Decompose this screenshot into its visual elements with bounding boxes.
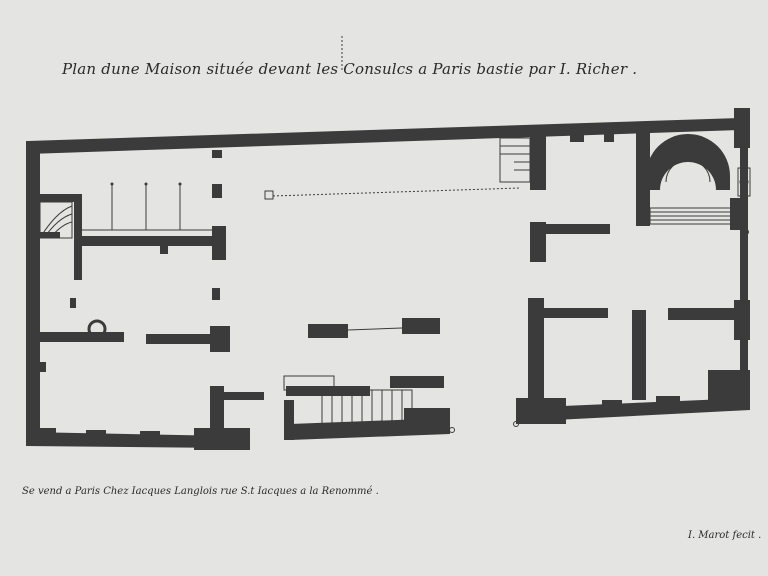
engraver-signature: I. Marot fecit .: [688, 530, 762, 541]
central-stair: [283, 375, 450, 440]
left-gallery: [80, 150, 226, 260]
courtyard: [264, 187, 521, 338]
interior-walls-left: [38, 288, 264, 430]
spiral-stair: [646, 134, 751, 225]
corner-markers: [449, 229, 749, 433]
publisher-imprint: Se vend a Paris Chez Iacques Langlois ru…: [22, 486, 379, 497]
left-stair: [38, 194, 82, 280]
right-building: [499, 130, 750, 424]
bottom-piers-left: [26, 428, 250, 450]
plan-title: Plan dune Maison située devant les Consu…: [62, 60, 638, 78]
